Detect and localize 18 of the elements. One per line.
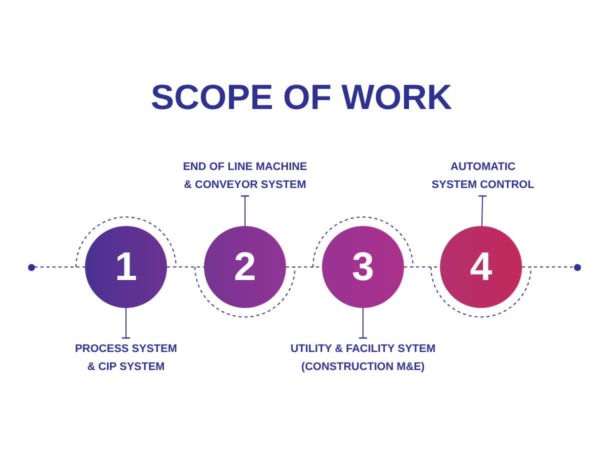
dashed-connector [34, 266, 86, 268]
leader-line [358, 308, 368, 339]
title: SCOPE OF WORK [150, 78, 452, 118]
end-dot [28, 264, 34, 270]
step-label: AUTOMATIC SYSTEM CONTROL [429, 156, 537, 196]
end-dot [574, 264, 580, 270]
dashed-connector [166, 266, 204, 268]
step-number-circle: 3 [322, 226, 404, 308]
leader-line [121, 308, 131, 339]
step-number-circle: 4 [440, 226, 522, 308]
step-label: UTILITY & FACILITY SYTEM (CONSTRUCTION M&E) [268, 338, 458, 378]
leader-line [478, 195, 488, 226]
step-label: END OF LINE MACHINE & CONVEYOR SYSTEM [178, 156, 312, 196]
leader-line [240, 195, 250, 226]
dashed-connector [522, 266, 574, 268]
step-number-circle: 1 [85, 226, 167, 308]
step-label: PROCESS SYSTEM & CIP SYSTEM [72, 338, 180, 378]
step-number-circle: 2 [204, 226, 286, 308]
